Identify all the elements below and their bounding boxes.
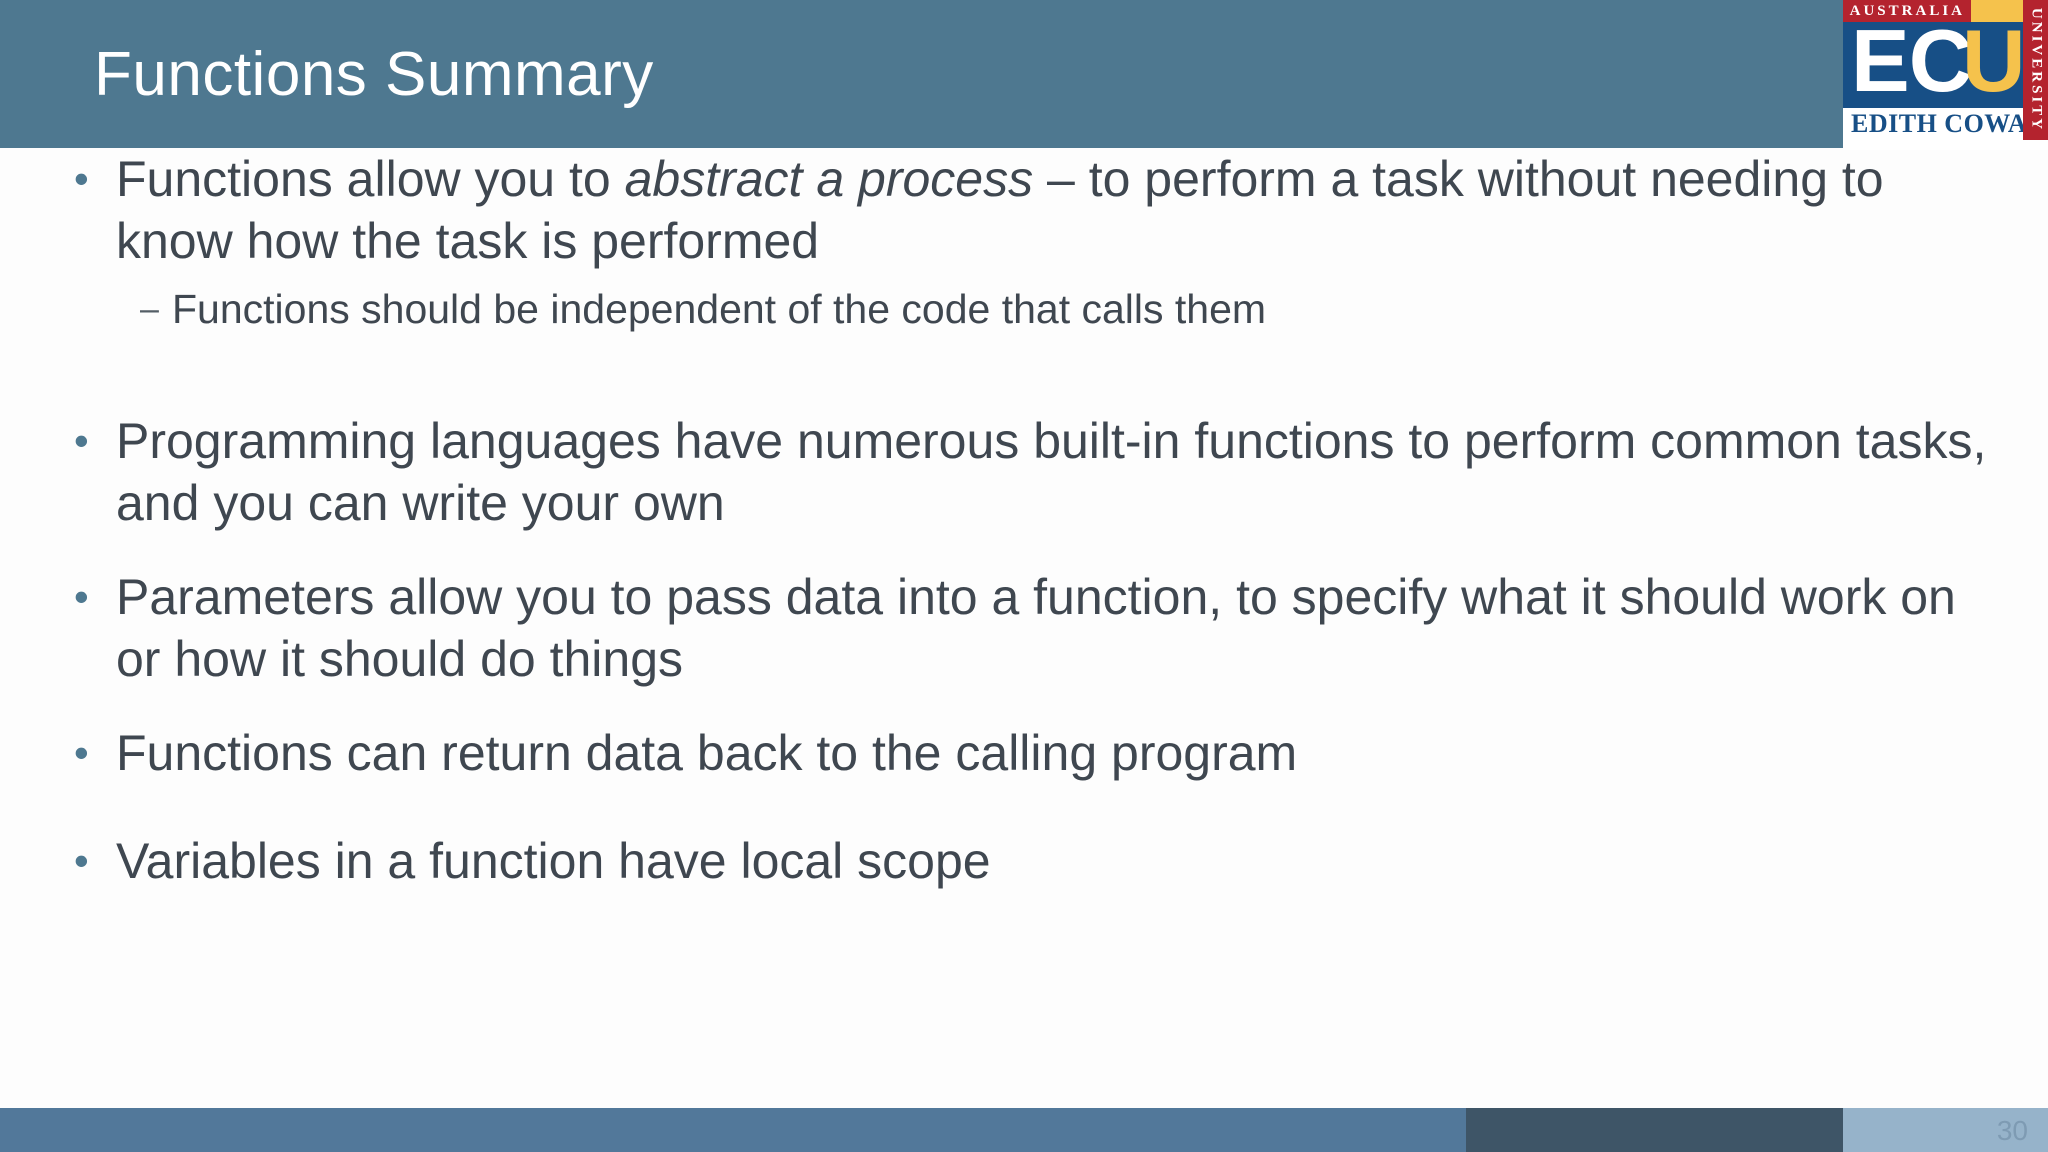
logo-university-band: UNIVERSITY [2023, 0, 2048, 140]
bullet-text-3: Programming languages have numerous buil… [116, 413, 1987, 531]
footer-segment-light: 30 [1843, 1108, 2048, 1152]
bullet-item-4: • Parameters allow you to pass data into… [72, 566, 2002, 690]
logo-university-text: UNIVERSITY [2028, 7, 2044, 133]
page-title: Functions Summary [94, 40, 654, 109]
logo-u-text: U [1962, 11, 2026, 110]
page-number: 30 [1996, 1115, 2028, 1146]
bullet-marker-icon: • [74, 837, 89, 884]
footer-bar: 30 [0, 1108, 2048, 1152]
sub-bullet-marker-icon: – [140, 290, 159, 328]
bullet-text-2: Functions should be independent of the c… [172, 286, 1267, 332]
bullet-text-5: Functions can return data back to the ca… [116, 725, 1298, 781]
logo-name-block: EDITH COWAN [1843, 108, 2046, 140]
bullet-marker-icon: • [74, 573, 89, 620]
bullet-item-1: • Functions allow you to abstract a proc… [72, 148, 2002, 272]
bullet-marker-icon: • [74, 155, 89, 202]
title-bar: Functions Summary [0, 0, 2048, 148]
ecu-logo: AUSTRALIA EC U EDITH COWAN UNIVERSITY [1843, 0, 2048, 150]
bullet-text-1-emphasis: abstract a process [624, 151, 1034, 207]
bullet-text-1-after: – to perform a task without needing to k… [116, 151, 1884, 269]
bullet-text-1-before: Functions allow you to [116, 151, 625, 207]
logo-australia-text: AUSTRALIA [1849, 3, 1965, 19]
bullet-text-6: Variables in a function have local scope [116, 833, 991, 889]
bullet-marker-icon: • [74, 729, 89, 776]
bullet-text-4: Parameters allow you to pass data into a… [116, 569, 1956, 687]
bullet-marker-icon: • [74, 417, 89, 464]
bullet-item-5: • Functions can return data back to the … [72, 722, 2002, 784]
bullet-item-2: – Functions should be independent of the… [140, 284, 2000, 334]
bullet-item-3: • Programming languages have numerous bu… [72, 410, 2002, 534]
slide-content: • Functions allow you to abstract a proc… [0, 148, 2048, 1108]
logo-australia-banner: AUSTRALIA [1843, 0, 1971, 22]
footer-segment-left [0, 1108, 1466, 1152]
bullet-text-1: Functions allow you to abstract a proces… [116, 148, 2002, 272]
logo-ec-text: EC [1851, 11, 1972, 110]
footer-segment-dark [1466, 1108, 1843, 1152]
logo-yellow-block [1971, 0, 2023, 22]
logo-blue-block: EC U [1843, 12, 2026, 110]
logo-name-text: EDITH COWAN [1851, 109, 2047, 138]
bullet-item-6: • Variables in a function have local sco… [72, 830, 2002, 892]
